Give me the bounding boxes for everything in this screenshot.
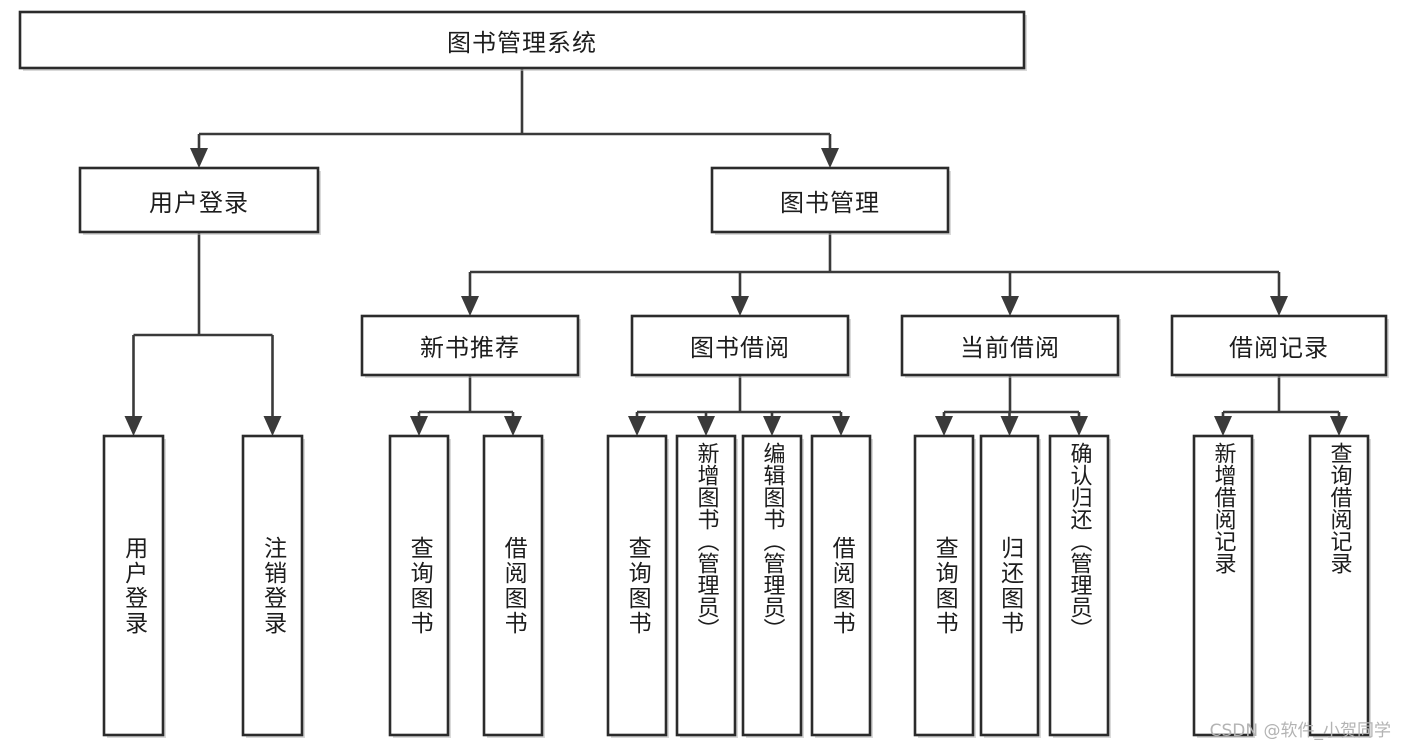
arrow-head-icon [832, 416, 850, 436]
node-box-leaf-query-borrow-record[interactable] [1308, 434, 1370, 737]
node-box-leaf-borrow-book[interactable] [810, 434, 872, 737]
arrow-head-icon [1001, 296, 1019, 316]
node-box-user-login[interactable] [78, 166, 320, 234]
node-box-borrow-record[interactable] [1170, 314, 1388, 377]
node-box-leaf-current-query-book[interactable] [913, 434, 975, 737]
node-box-leaf-edit-book-admin[interactable] [741, 434, 803, 737]
node-box-leaf-rec-query-book[interactable] [388, 434, 450, 737]
node-box-leaf-return-book[interactable] [979, 434, 1040, 737]
arrow-head-icon [1330, 416, 1348, 436]
node-box-book-borrow[interactable] [630, 314, 850, 377]
node-box-leaf-add-borrow-record[interactable] [1192, 434, 1254, 737]
node-box-leaf-logout[interactable] [241, 434, 304, 737]
node-box-leaf-user-login[interactable] [102, 434, 165, 737]
arrow-head-icon [461, 296, 479, 316]
arrow-head-icon [763, 416, 781, 436]
node-box-leaf-borrow-query-book[interactable] [606, 434, 668, 737]
arrow-head-icon [124, 416, 143, 436]
arrow-head-icon [731, 296, 749, 316]
node-box-leaf-add-book-admin[interactable] [675, 434, 737, 737]
arrow-head-icon [697, 416, 715, 436]
arrow-head-icon [410, 416, 428, 436]
node-box-book-manage[interactable] [710, 166, 950, 234]
boxes-layer [18, 10, 1389, 738]
arrow-head-icon [504, 416, 522, 436]
arrow-head-icon [263, 416, 282, 436]
arrow-head-icon [1214, 416, 1232, 436]
arrow-head-icon [821, 148, 839, 168]
arrow-head-icon [1270, 296, 1288, 316]
node-box-root[interactable] [18, 10, 1026, 70]
arrow-head-icon [1000, 416, 1019, 436]
connectors-layer [124, 68, 1348, 436]
node-box-leaf-rec-borrow-book[interactable] [482, 434, 544, 737]
node-box-new-book-recommend[interactable] [360, 314, 580, 377]
arrow-head-icon [935, 416, 953, 436]
arrow-head-icon [190, 148, 208, 168]
node-box-leaf-confirm-return-admin[interactable] [1048, 434, 1110, 737]
arrow-head-icon [1070, 416, 1088, 436]
node-box-current-borrow[interactable] [900, 314, 1120, 377]
arrow-head-icon [628, 416, 646, 436]
